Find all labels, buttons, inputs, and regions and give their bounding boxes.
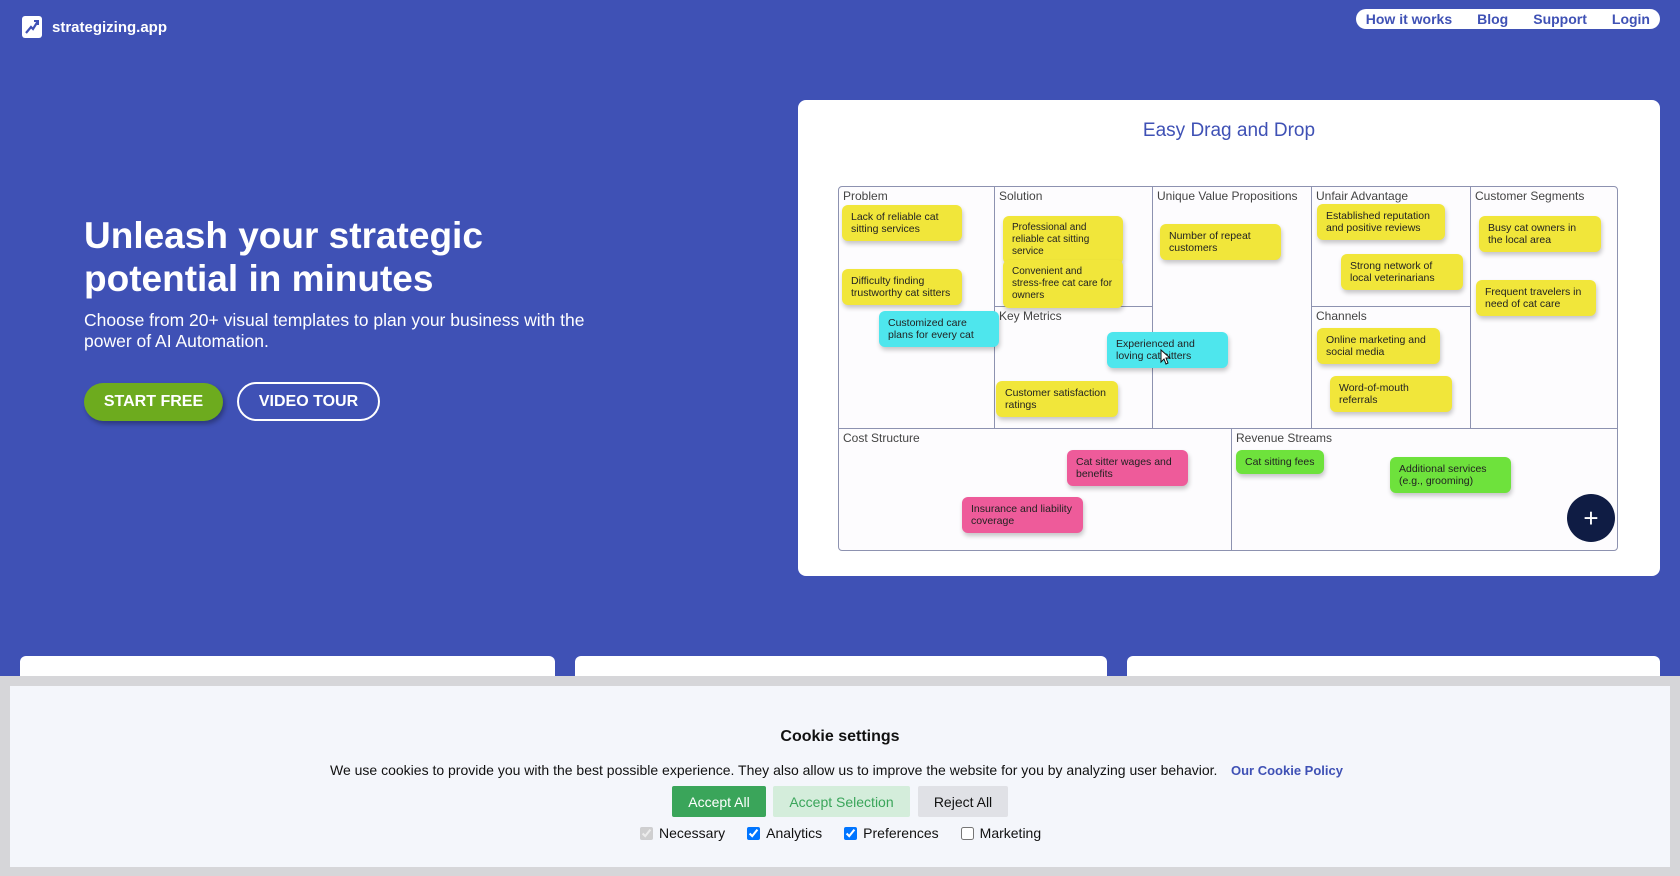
cookie-description: We use cookies to provide you with the b… bbox=[330, 762, 1218, 778]
sticky-note[interactable]: Insurance and liability coverage bbox=[962, 497, 1083, 533]
sticky-note[interactable]: Convenient and stress-free cat care for … bbox=[1003, 260, 1123, 308]
sticky-note[interactable]: Online marketing and social media bbox=[1317, 328, 1440, 364]
section-label: Revenue Streams bbox=[1236, 431, 1333, 445]
reject-all-button[interactable]: Reject All bbox=[918, 786, 1008, 817]
marketing-checkbox[interactable] bbox=[960, 826, 974, 840]
sticky-note[interactable]: Cat sitting fees bbox=[1236, 450, 1324, 474]
preferences-checkbox[interactable] bbox=[844, 826, 858, 840]
cookie-options: Necessary Analytics Preferences Marketin… bbox=[640, 825, 1041, 841]
start-free-button[interactable]: START FREE bbox=[84, 383, 223, 421]
video-tour-button[interactable]: VIDEO TOUR bbox=[237, 382, 380, 421]
option-label: Necessary bbox=[659, 825, 726, 841]
cookie-policy-link[interactable]: Our Cookie Policy bbox=[1231, 763, 1343, 778]
sticky-note[interactable]: Established reputation and positive revi… bbox=[1317, 204, 1445, 240]
cookie-title: Cookie settings bbox=[780, 728, 900, 745]
section-label: Unique Value Propositions bbox=[1157, 189, 1298, 203]
section-unique-value: Unique Value Propositions bbox=[1153, 187, 1312, 429]
cookie-banner: Cookie settings We use cookies to provid… bbox=[0, 676, 1680, 876]
sticky-note[interactable]: Frequent travelers in need of cat care bbox=[1476, 280, 1596, 316]
top-navigation: How it works Blog Support Login bbox=[1355, 9, 1660, 29]
section-cost-structure: Cost Structure bbox=[839, 429, 1232, 550]
nav-link-login[interactable]: Login bbox=[1611, 11, 1650, 27]
cookie-option-preferences[interactable]: Preferences bbox=[844, 825, 939, 841]
necessary-checkbox bbox=[640, 826, 653, 840]
app-logo-icon bbox=[22, 16, 42, 38]
accept-selection-button[interactable]: Accept Selection bbox=[773, 786, 910, 817]
cookie-panel: Cookie settings We use cookies to provid… bbox=[10, 686, 1670, 867]
sticky-note[interactable]: Word-of-mouth referrals bbox=[1330, 376, 1452, 412]
sticky-note[interactable]: Customer satisfaction ratings bbox=[996, 381, 1118, 417]
demo-card: Easy Drag and Drop Problem Solution Key … bbox=[798, 100, 1660, 576]
brand-name: strategizing.app bbox=[52, 18, 168, 36]
brand[interactable]: strategizing.app bbox=[22, 16, 167, 38]
cookie-option-necessary[interactable]: Necessary bbox=[640, 825, 725, 841]
cookie-option-marketing[interactable]: Marketing bbox=[960, 825, 1042, 841]
sticky-note[interactable]: Customized care plans for every cat bbox=[879, 311, 999, 347]
lean-canvas-board[interactable]: Problem Solution Key Metrics Unique Valu… bbox=[838, 186, 1618, 551]
sticky-note[interactable]: Lack of reliable cat sitting services bbox=[842, 205, 962, 241]
option-label: Analytics bbox=[766, 825, 823, 841]
section-customer-segments: Customer Segments bbox=[1471, 187, 1617, 429]
section-revenue-streams: Revenue Streams bbox=[1232, 429, 1617, 550]
accept-all-button[interactable]: Accept All bbox=[672, 786, 766, 817]
section-label: Cost Structure bbox=[843, 431, 920, 445]
sticky-note[interactable]: Additional services (e.g., grooming) bbox=[1390, 457, 1511, 493]
section-label: Key Metrics bbox=[999, 309, 1062, 323]
option-label: Preferences bbox=[863, 825, 939, 841]
cookie-option-analytics[interactable]: Analytics bbox=[747, 825, 822, 841]
sticky-note[interactable]: Strong network of local veterinarians bbox=[1341, 254, 1463, 290]
nav-link-blog[interactable]: Blog bbox=[1477, 11, 1509, 27]
mouse-cursor-icon bbox=[1160, 349, 1172, 365]
section-problem: Problem bbox=[839, 187, 995, 429]
hero-subtitle: Choose from 20+ visual templates to plan… bbox=[84, 310, 585, 351]
sticky-note[interactable]: Busy cat owners in the local area bbox=[1479, 216, 1601, 252]
sticky-note[interactable]: Number of repeat customers bbox=[1160, 224, 1281, 260]
section-label: Solution bbox=[999, 189, 1043, 203]
nav-link-how-it-works[interactable]: How it works bbox=[1365, 11, 1453, 27]
option-label: Marketing bbox=[979, 825, 1042, 841]
hero-title: Unleash your strategic potential in minu… bbox=[84, 215, 483, 299]
section-key-metrics: Key Metrics bbox=[995, 307, 1153, 429]
sticky-note[interactable]: Cat sitter wages and benefits bbox=[1067, 450, 1188, 486]
section-label: Problem bbox=[843, 189, 888, 203]
section-channels: Channels bbox=[1312, 307, 1471, 429]
sticky-note[interactable]: Difficulty finding trustworthy cat sitte… bbox=[842, 269, 962, 305]
nav-link-support[interactable]: Support bbox=[1533, 11, 1587, 27]
analytics-checkbox[interactable] bbox=[747, 826, 761, 840]
section-label: Unfair Advantage bbox=[1316, 189, 1409, 203]
section-label: Channels bbox=[1316, 309, 1367, 323]
demo-title: Easy Drag and Drop bbox=[1142, 120, 1316, 141]
section-label: Customer Segments bbox=[1475, 189, 1585, 203]
add-note-button[interactable]: + bbox=[1567, 494, 1615, 542]
sticky-note[interactable]: Professional and reliable cat sitting se… bbox=[1003, 216, 1123, 264]
section-unfair-advantage: Unfair Advantage bbox=[1312, 187, 1471, 307]
